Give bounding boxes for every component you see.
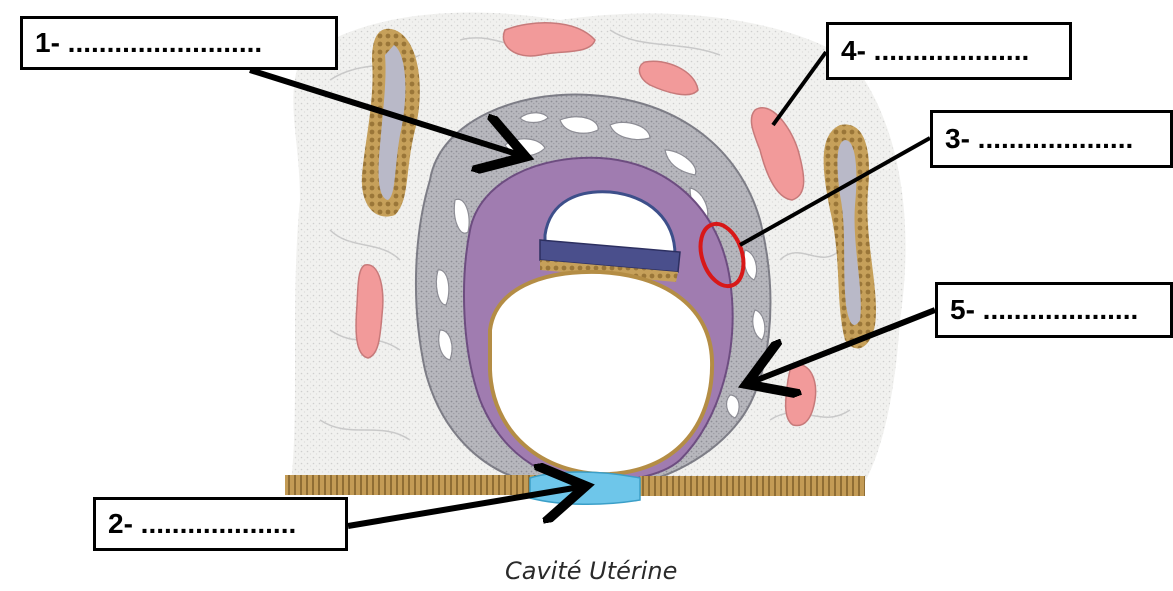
label-box-5[interactable]: 5- .................... [935,282,1173,338]
coagulation-plug [530,472,640,504]
label-box-2[interactable]: 2- .................... [93,497,348,551]
label-box-3[interactable]: 3- .................... [930,110,1173,168]
yolk-sac [490,272,712,474]
diagram-caption: Cavité Utérine [505,557,677,585]
label-box-1[interactable]: 1- ......................... [20,16,338,70]
uterine-epithelium-left [285,475,540,495]
label-box-4[interactable]: 4- .................... [826,22,1072,80]
uterine-epithelium-right [640,476,865,496]
